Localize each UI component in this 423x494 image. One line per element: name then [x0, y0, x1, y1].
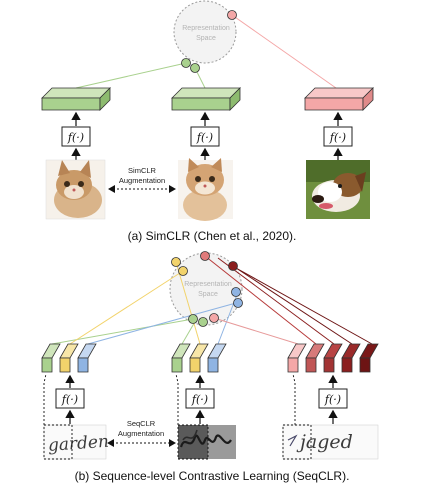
point-a-green-1 [181, 58, 191, 68]
encoder-box-b-right [318, 388, 348, 409]
frame-embeddings-b-right [287, 343, 379, 373]
word-image-garden: garden [43, 424, 110, 460]
embedding-slab-a-center [171, 87, 241, 111]
dashed-link-b-center [175, 373, 179, 425]
part-b-seqclr: Representation Space [41, 251, 379, 483]
point-a-red [227, 10, 237, 20]
representation-label-b-line1: Representation [184, 281, 232, 288]
encoder-label-b-right: f(·) [324, 393, 341, 406]
encoder-box-b-left [55, 388, 85, 409]
dog-image [306, 160, 370, 219]
representation-label-a-line2: Space [196, 35, 216, 42]
word-image-jaged-text: jaged [296, 431, 353, 453]
representation-space-a [173, 0, 237, 64]
augmentation-label-b-line2: Augmentation [118, 429, 164, 438]
encoder-label-a-left: f(·) [67, 131, 84, 144]
connection-lines-b [51, 255, 373, 345]
dashed-link-b-left [43, 373, 47, 425]
encoder-label-a-center: f(·) [196, 131, 213, 144]
augmentation-label-b-line1: SeqCLR [127, 419, 156, 428]
encoder-label-b-left: f(·) [61, 393, 78, 406]
encoder-box-b-center [185, 388, 215, 409]
encoder-box-a-center [190, 126, 220, 147]
dashed-link-b-right [292, 373, 296, 425]
frame-embeddings-b-left [41, 343, 97, 373]
representation-points-b [171, 251, 243, 327]
part-a-simclr: Representation Space [41, 0, 374, 243]
encoder-box-a-right [323, 126, 353, 147]
caption-b: (b) Sequence-level Contrastive Learning … [75, 469, 350, 483]
embedding-slab-a-left [41, 87, 111, 111]
cat-image-left [45, 159, 106, 220]
augmentation-label-a-line1: SimCLR [128, 166, 157, 175]
representation-label-a-line1: Representation [182, 25, 230, 32]
augmentation-label-a-line2: Augmentation [119, 176, 165, 185]
embedding-slab-a-right [304, 87, 374, 111]
cat-image-augmented [178, 158, 233, 221]
word-image-augmented [177, 424, 236, 460]
caption-a: (a) SimCLR (Chen et al., 2020). [128, 229, 297, 243]
word-image-garden-text: garden [47, 432, 109, 456]
encoder-box-a-left [61, 126, 91, 147]
point-a-green-2 [190, 63, 200, 73]
frame-embeddings-b-center [171, 343, 227, 373]
encoder-label-a-right: f(·) [329, 131, 346, 144]
link-a-right [231, 14, 337, 89]
encoder-label-b-center: f(·) [191, 393, 208, 406]
link-a-left [75, 62, 187, 89]
representation-label-b-line2: Space [198, 291, 218, 298]
word-image-jaged: jaged [282, 424, 379, 460]
